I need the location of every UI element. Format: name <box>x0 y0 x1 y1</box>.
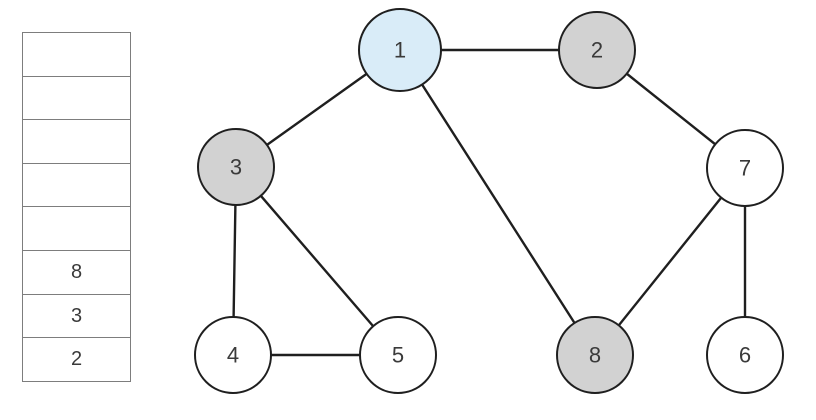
edge-3-5 <box>234 165 400 357</box>
graph-node-1 <box>358 8 442 92</box>
graph-node-4 <box>194 316 272 394</box>
stack-cell: 8 <box>22 250 131 296</box>
graph-node-2 <box>558 11 636 89</box>
graph-node-5 <box>359 316 437 394</box>
graph-node-8 <box>556 316 634 394</box>
stack-cell <box>22 75 131 121</box>
graph-node-7 <box>706 129 784 207</box>
graph-node-label: 2 <box>591 38 603 63</box>
graph-node-label: 3 <box>230 155 242 180</box>
graph-node-label: 8 <box>589 343 601 368</box>
edge-1-8 <box>398 48 597 357</box>
graph-node-label: 4 <box>227 343 239 368</box>
stack-cell <box>22 162 131 208</box>
graph-node-6 <box>706 316 784 394</box>
graph-node-label: 7 <box>739 156 751 181</box>
stack-cell: 2 <box>22 337 131 383</box>
graph-node-3 <box>197 128 275 206</box>
graph-node-label: 6 <box>739 343 751 368</box>
graph-node-label: 5 <box>392 343 404 368</box>
graph-node-label: 1 <box>394 38 406 63</box>
stack-cell <box>22 32 131 77</box>
edge-7-8 <box>593 166 747 357</box>
